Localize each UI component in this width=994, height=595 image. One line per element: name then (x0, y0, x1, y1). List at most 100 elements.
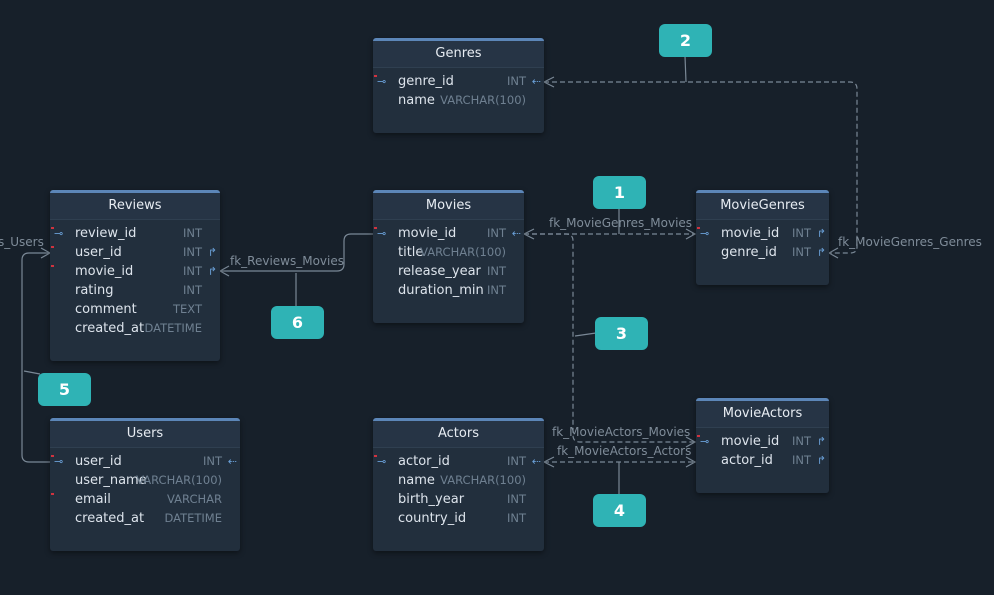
column-type: INT (791, 434, 811, 448)
column-name: movie_id (721, 226, 780, 241)
column-name: movie_id (721, 434, 780, 449)
column-row[interactable]: ⊸ movie_id INT ↱ (696, 432, 829, 451)
relation-label: fk_Reviews_Movies (230, 254, 345, 268)
reference-out-icon: ↱ (816, 227, 826, 240)
column-type: INT (506, 74, 526, 88)
column-type: TEXT (173, 302, 202, 316)
table-title: Movies (373, 193, 524, 220)
table-title: Reviews (50, 193, 220, 220)
key-icon: ⊸ (700, 435, 710, 448)
reference-out-icon: ↱ (816, 454, 826, 467)
column-name: user_id (75, 454, 122, 469)
relation-line-movieactors-movies (524, 233, 695, 443)
table-title: Genres (373, 41, 544, 68)
cardinality-marker (685, 228, 697, 240)
index-marker (51, 246, 54, 248)
column-name: actor_id (398, 454, 450, 469)
column-row[interactable]: created_at DATETIME (50, 509, 240, 528)
column-type: VARCHAR(100) (440, 473, 526, 487)
column-type: VARCHAR (167, 492, 222, 506)
column-type: INT (791, 245, 811, 259)
column-type: INT (486, 264, 506, 278)
column-name: genre_id (721, 245, 777, 260)
column-type: INT (791, 453, 811, 467)
column-name: rating (75, 283, 114, 298)
column-row[interactable]: ⊸ movie_id INT ↱ (696, 224, 829, 243)
column-type: INT (486, 283, 506, 297)
column-name: comment (75, 302, 137, 317)
column-type: INT (202, 454, 222, 468)
key-icon: ⊸ (54, 455, 64, 468)
column-type: INT (182, 245, 202, 259)
column-name: review_id (75, 226, 137, 241)
column-name: email (75, 492, 111, 507)
column-type: DATETIME (164, 511, 222, 525)
relation-line-moviegenres-genres (544, 81, 858, 254)
column-type: INT (506, 511, 526, 525)
column-name: movie_id (75, 264, 134, 279)
callout-badge: 1 (593, 176, 646, 209)
relation-label: fk_MovieGenres_Genres (838, 235, 982, 249)
cardinality-marker (542, 76, 555, 88)
index-marker (374, 75, 377, 77)
column-name: actor_id (721, 453, 773, 468)
column-row[interactable]: comment TEXT (50, 300, 220, 319)
key-icon: ⊸ (54, 227, 64, 240)
cardinality-marker (542, 456, 555, 468)
callout-pointer (23, 370, 41, 375)
column-type: INT (791, 226, 811, 240)
column-row[interactable]: name VARCHAR(100) (373, 471, 544, 490)
relation-label: fk_MovieGenres_Movies (549, 216, 693, 230)
column-name: created_at (75, 511, 145, 526)
index-marker (374, 455, 377, 457)
column-row[interactable]: actor_id INT ↱ (696, 451, 829, 470)
relation-label: fk_MovieActors_Actors (557, 444, 692, 458)
key-icon: ⊸ (377, 75, 387, 88)
column-row[interactable]: genre_id INT ↱ (696, 243, 829, 262)
key-icon: ⊸ (377, 455, 387, 468)
relation-label: s_Users (0, 235, 44, 249)
table-title: MovieActors (696, 401, 829, 428)
column-type: DATETIME (144, 321, 202, 335)
index-marker (51, 493, 54, 495)
column-type: VARCHAR(100) (136, 473, 222, 487)
column-row[interactable]: email VARCHAR (50, 490, 240, 509)
column-type: INT (506, 454, 526, 468)
column-name: name (398, 473, 435, 488)
table-title: MovieGenres (696, 193, 829, 220)
index-marker (51, 455, 54, 457)
index-marker (374, 227, 377, 229)
reference-in-icon: ⇠ (511, 227, 521, 240)
callout-pointer (684, 55, 687, 83)
column-name: movie_id (398, 226, 457, 241)
reference-out-icon: ↱ (816, 246, 826, 259)
key-icon: ⊸ (700, 227, 710, 240)
reference-out-icon: ↱ (207, 265, 217, 278)
reference-out-icon: ↱ (816, 435, 826, 448)
